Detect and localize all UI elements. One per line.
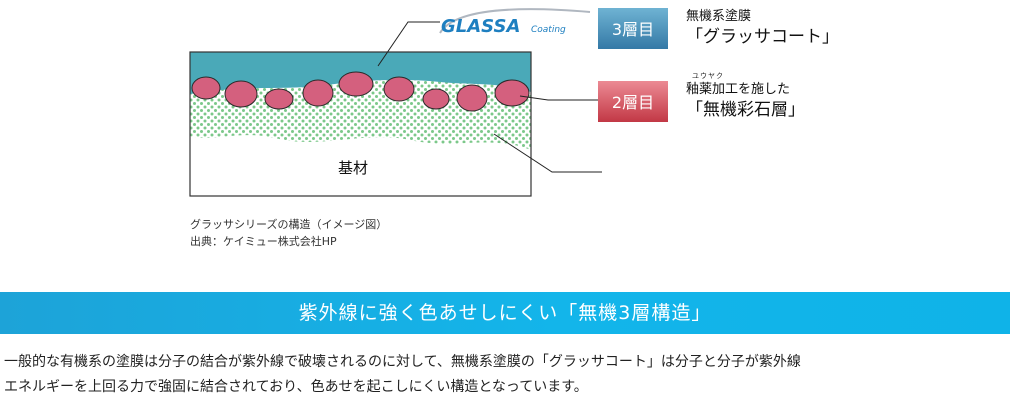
body-line2: エネルギーを上回る力で強固に結合されており、色あせを起こしにくい構造となっていま… — [4, 379, 588, 395]
layer-3-line1: 無機系塗膜 — [686, 9, 752, 24]
caption-line1: グラッサシリーズの構造（イメージ図） — [190, 218, 388, 231]
layer-2-desc: 釉薬加工を施した 「無機彩石層」 — [686, 79, 805, 121]
leader-line-stone — [519, 95, 598, 101]
body-paragraph: 一般的な有機系の塗膜は分子の結合が紫外線で破壊されるのに対して、無機系塗膜の「グ… — [4, 350, 1008, 400]
badge-layer-2: 2層目 — [598, 81, 668, 122]
substrate-label: 基材 — [338, 159, 368, 177]
logo-main: GLASSA — [441, 16, 520, 37]
glassa-logo: GLASSA Coating — [439, 8, 591, 37]
layer-2-line1: 釉薬加工を施した — [686, 82, 791, 97]
layer-2-line2: 「無機彩石層」 — [686, 100, 805, 120]
body-line1: 一般的な有機系の塗膜は分子の結合が紫外線で破壊されるのに対して、無機系塗膜の「グ… — [4, 354, 801, 370]
layer-3-desc: 無機系塗膜 「グラッサコート」 — [686, 6, 839, 48]
caption-source: 出典：ケイミュー株式会社HP — [190, 235, 337, 248]
stone-layer — [191, 71, 530, 112]
section-banner: 紫外線に強く色あせしにくい「無機3層構造」 — [0, 292, 1010, 334]
diagram-frame — [189, 51, 532, 197]
logo-sub: Coating — [531, 25, 566, 35]
leader-line-dots — [493, 133, 602, 173]
badge-layer-3: 3層目 — [598, 8, 668, 49]
badge-3-text: 3層目 — [612, 20, 654, 39]
layer-2-ruby: ユウヤク — [692, 72, 724, 80]
badge-2-text: 2層目 — [612, 93, 654, 112]
structure-diagram: GLASSA Coating 基材 3層目 2層目 — [189, 8, 668, 197]
leader-line-glassa — [377, 21, 440, 67]
layer-3-line2: 「グラッサコート」 — [686, 27, 839, 47]
